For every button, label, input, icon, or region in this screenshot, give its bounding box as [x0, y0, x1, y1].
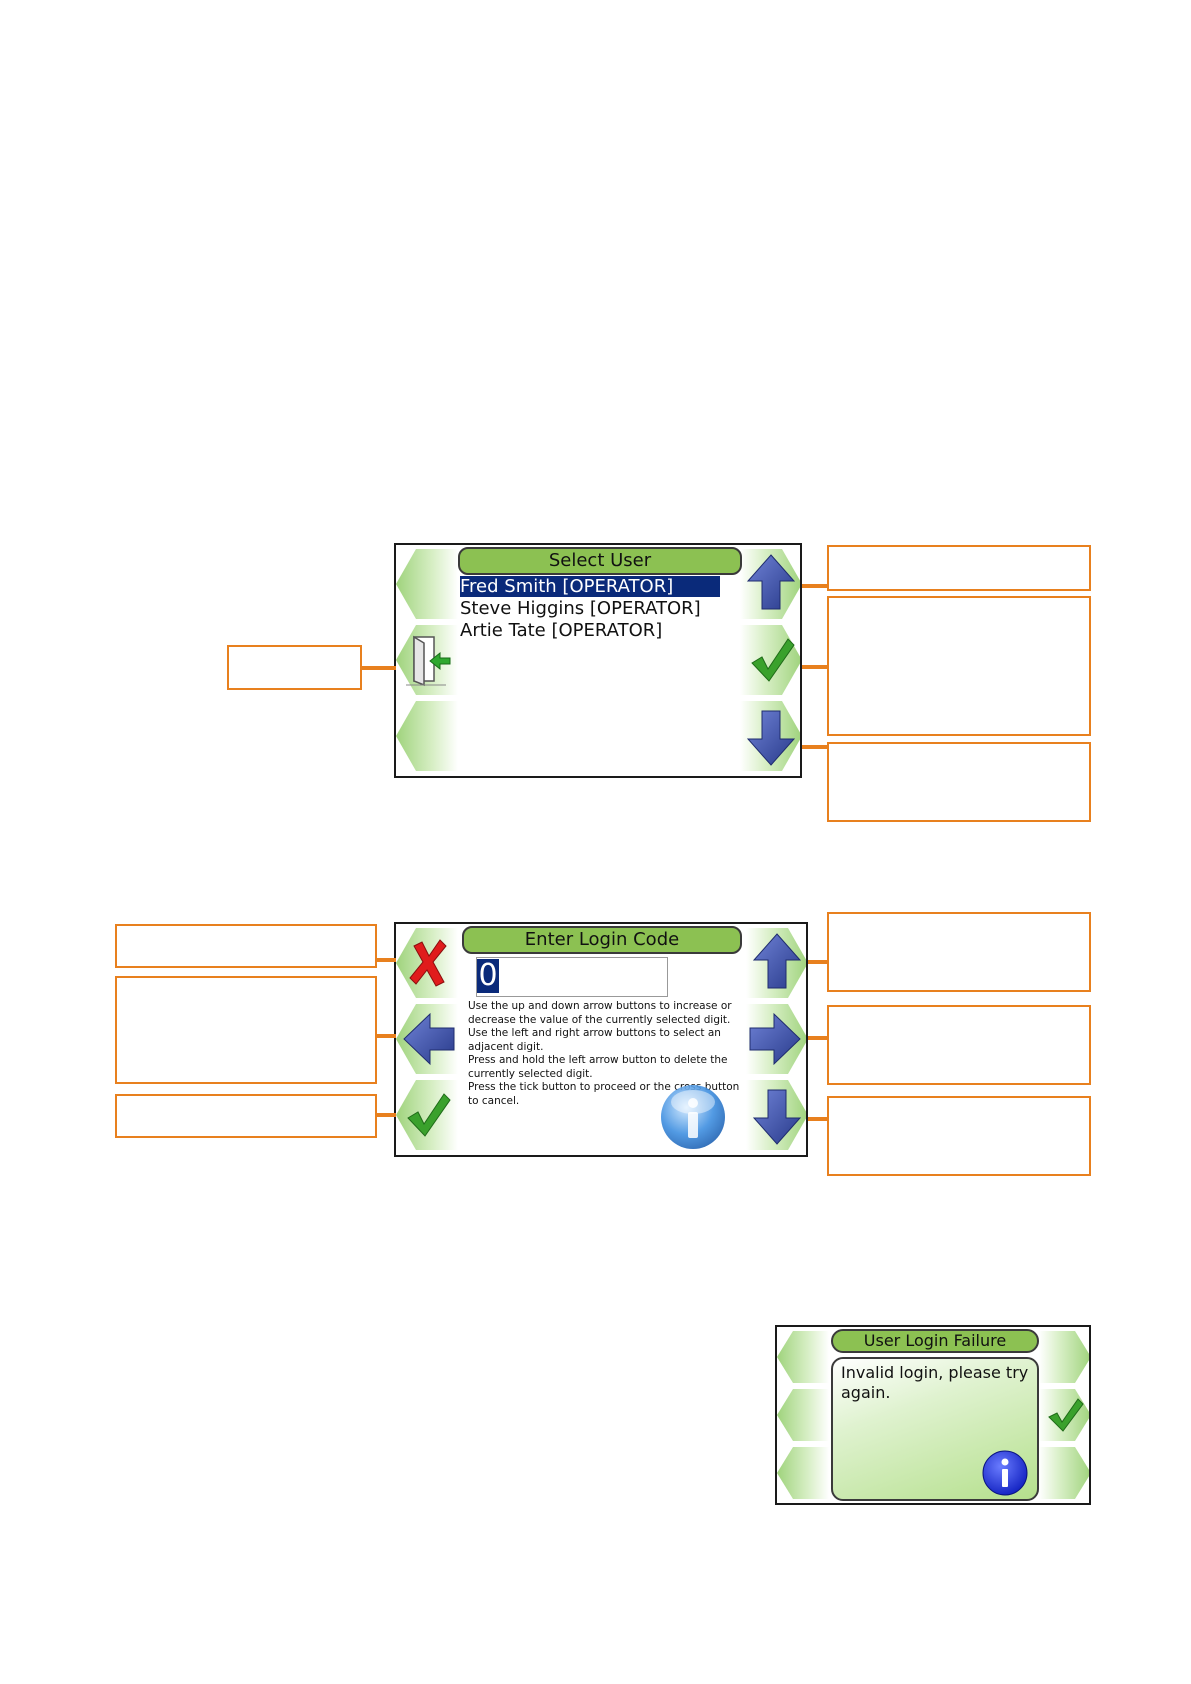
callout-box — [827, 912, 1091, 992]
error-message-line: again. — [841, 1383, 891, 1402]
callout-leader — [808, 960, 827, 964]
right-bottom-blank-button[interactable] — [1039, 1445, 1089, 1501]
callout-leader — [802, 665, 827, 669]
callout-leader — [802, 745, 827, 749]
callout-leader — [362, 666, 396, 670]
callout-leader — [808, 1117, 827, 1121]
callout-box — [115, 1094, 377, 1138]
right-top-blank-button[interactable] — [1039, 1329, 1089, 1385]
login-failure-screen: User Login Failure Invalid login, please… — [775, 1325, 1091, 1505]
enter-login-code-screen: Enter Login Code 0 Use the up and down a… — [394, 922, 808, 1157]
callout-box — [827, 742, 1091, 822]
previous-digit-button[interactable] — [396, 1002, 458, 1076]
user-list-item[interactable]: Artie Tate [OPERATOR] — [460, 620, 663, 641]
user-list-item[interactable]: Fred Smith [OPERATOR] — [460, 576, 720, 597]
user-list-item[interactable]: Steve Higgins [OPERATOR] — [460, 598, 701, 619]
cross-icon — [409, 939, 447, 987]
scroll-up-button[interactable] — [740, 547, 800, 621]
callout-box — [827, 1096, 1091, 1176]
login-code-field[interactable]: 0 — [476, 957, 668, 997]
message-panel: Invalid login, please try again. — [831, 1357, 1039, 1501]
decrease-digit-button[interactable] — [746, 1078, 806, 1152]
arrow-down-icon — [752, 1089, 802, 1145]
callout-leader — [808, 1036, 827, 1040]
page-title: Select User — [458, 547, 742, 575]
callout-box — [227, 645, 362, 690]
callout-box — [115, 924, 377, 968]
left-top-blank-button[interactable] — [777, 1329, 829, 1385]
select-user-screen: Select User Fred Smith [OPERATOR] Steve … — [394, 543, 802, 778]
callout-box — [115, 976, 377, 1084]
confirm-button[interactable] — [1039, 1387, 1089, 1443]
info-icon — [982, 1450, 1028, 1496]
callout-leader — [802, 584, 827, 588]
tick-icon — [1048, 1398, 1084, 1432]
help-text: Use the up and down arrow buttons to inc… — [468, 1000, 740, 1107]
increase-digit-button[interactable] — [746, 926, 806, 1000]
arrow-left-icon — [403, 1012, 455, 1066]
callout-box — [827, 545, 1091, 591]
page-title: Enter Login Code — [462, 926, 742, 954]
tick-icon — [751, 638, 795, 682]
left-bottom-blank-button[interactable] — [396, 699, 458, 773]
arrow-right-icon — [749, 1012, 801, 1066]
scroll-down-button[interactable] — [740, 699, 800, 773]
confirm-button[interactable] — [396, 1078, 458, 1152]
tick-icon — [407, 1093, 451, 1137]
arrow-up-icon — [746, 554, 796, 610]
callout-box — [827, 1005, 1091, 1085]
confirm-button[interactable] — [740, 623, 800, 697]
left-bottom-blank-button[interactable] — [777, 1445, 829, 1501]
error-message-line: Invalid login, please try — [841, 1363, 1029, 1382]
cancel-button[interactable] — [396, 926, 458, 1000]
arrow-down-icon — [746, 710, 796, 766]
arrow-up-icon — [752, 933, 802, 989]
callout-leader — [377, 958, 396, 962]
exit-door-icon — [406, 635, 451, 687]
next-digit-button[interactable] — [746, 1002, 806, 1076]
logout-button[interactable] — [396, 623, 458, 697]
dialog-title: User Login Failure — [831, 1329, 1039, 1353]
code-digit[interactable]: 0 — [477, 958, 499, 993]
info-icon — [661, 1085, 725, 1149]
left-top-blank-button[interactable] — [396, 547, 458, 621]
callout-box — [827, 596, 1091, 736]
left-middle-blank-button[interactable] — [777, 1387, 829, 1443]
callout-leader — [377, 1034, 396, 1038]
callout-leader — [377, 1113, 396, 1117]
